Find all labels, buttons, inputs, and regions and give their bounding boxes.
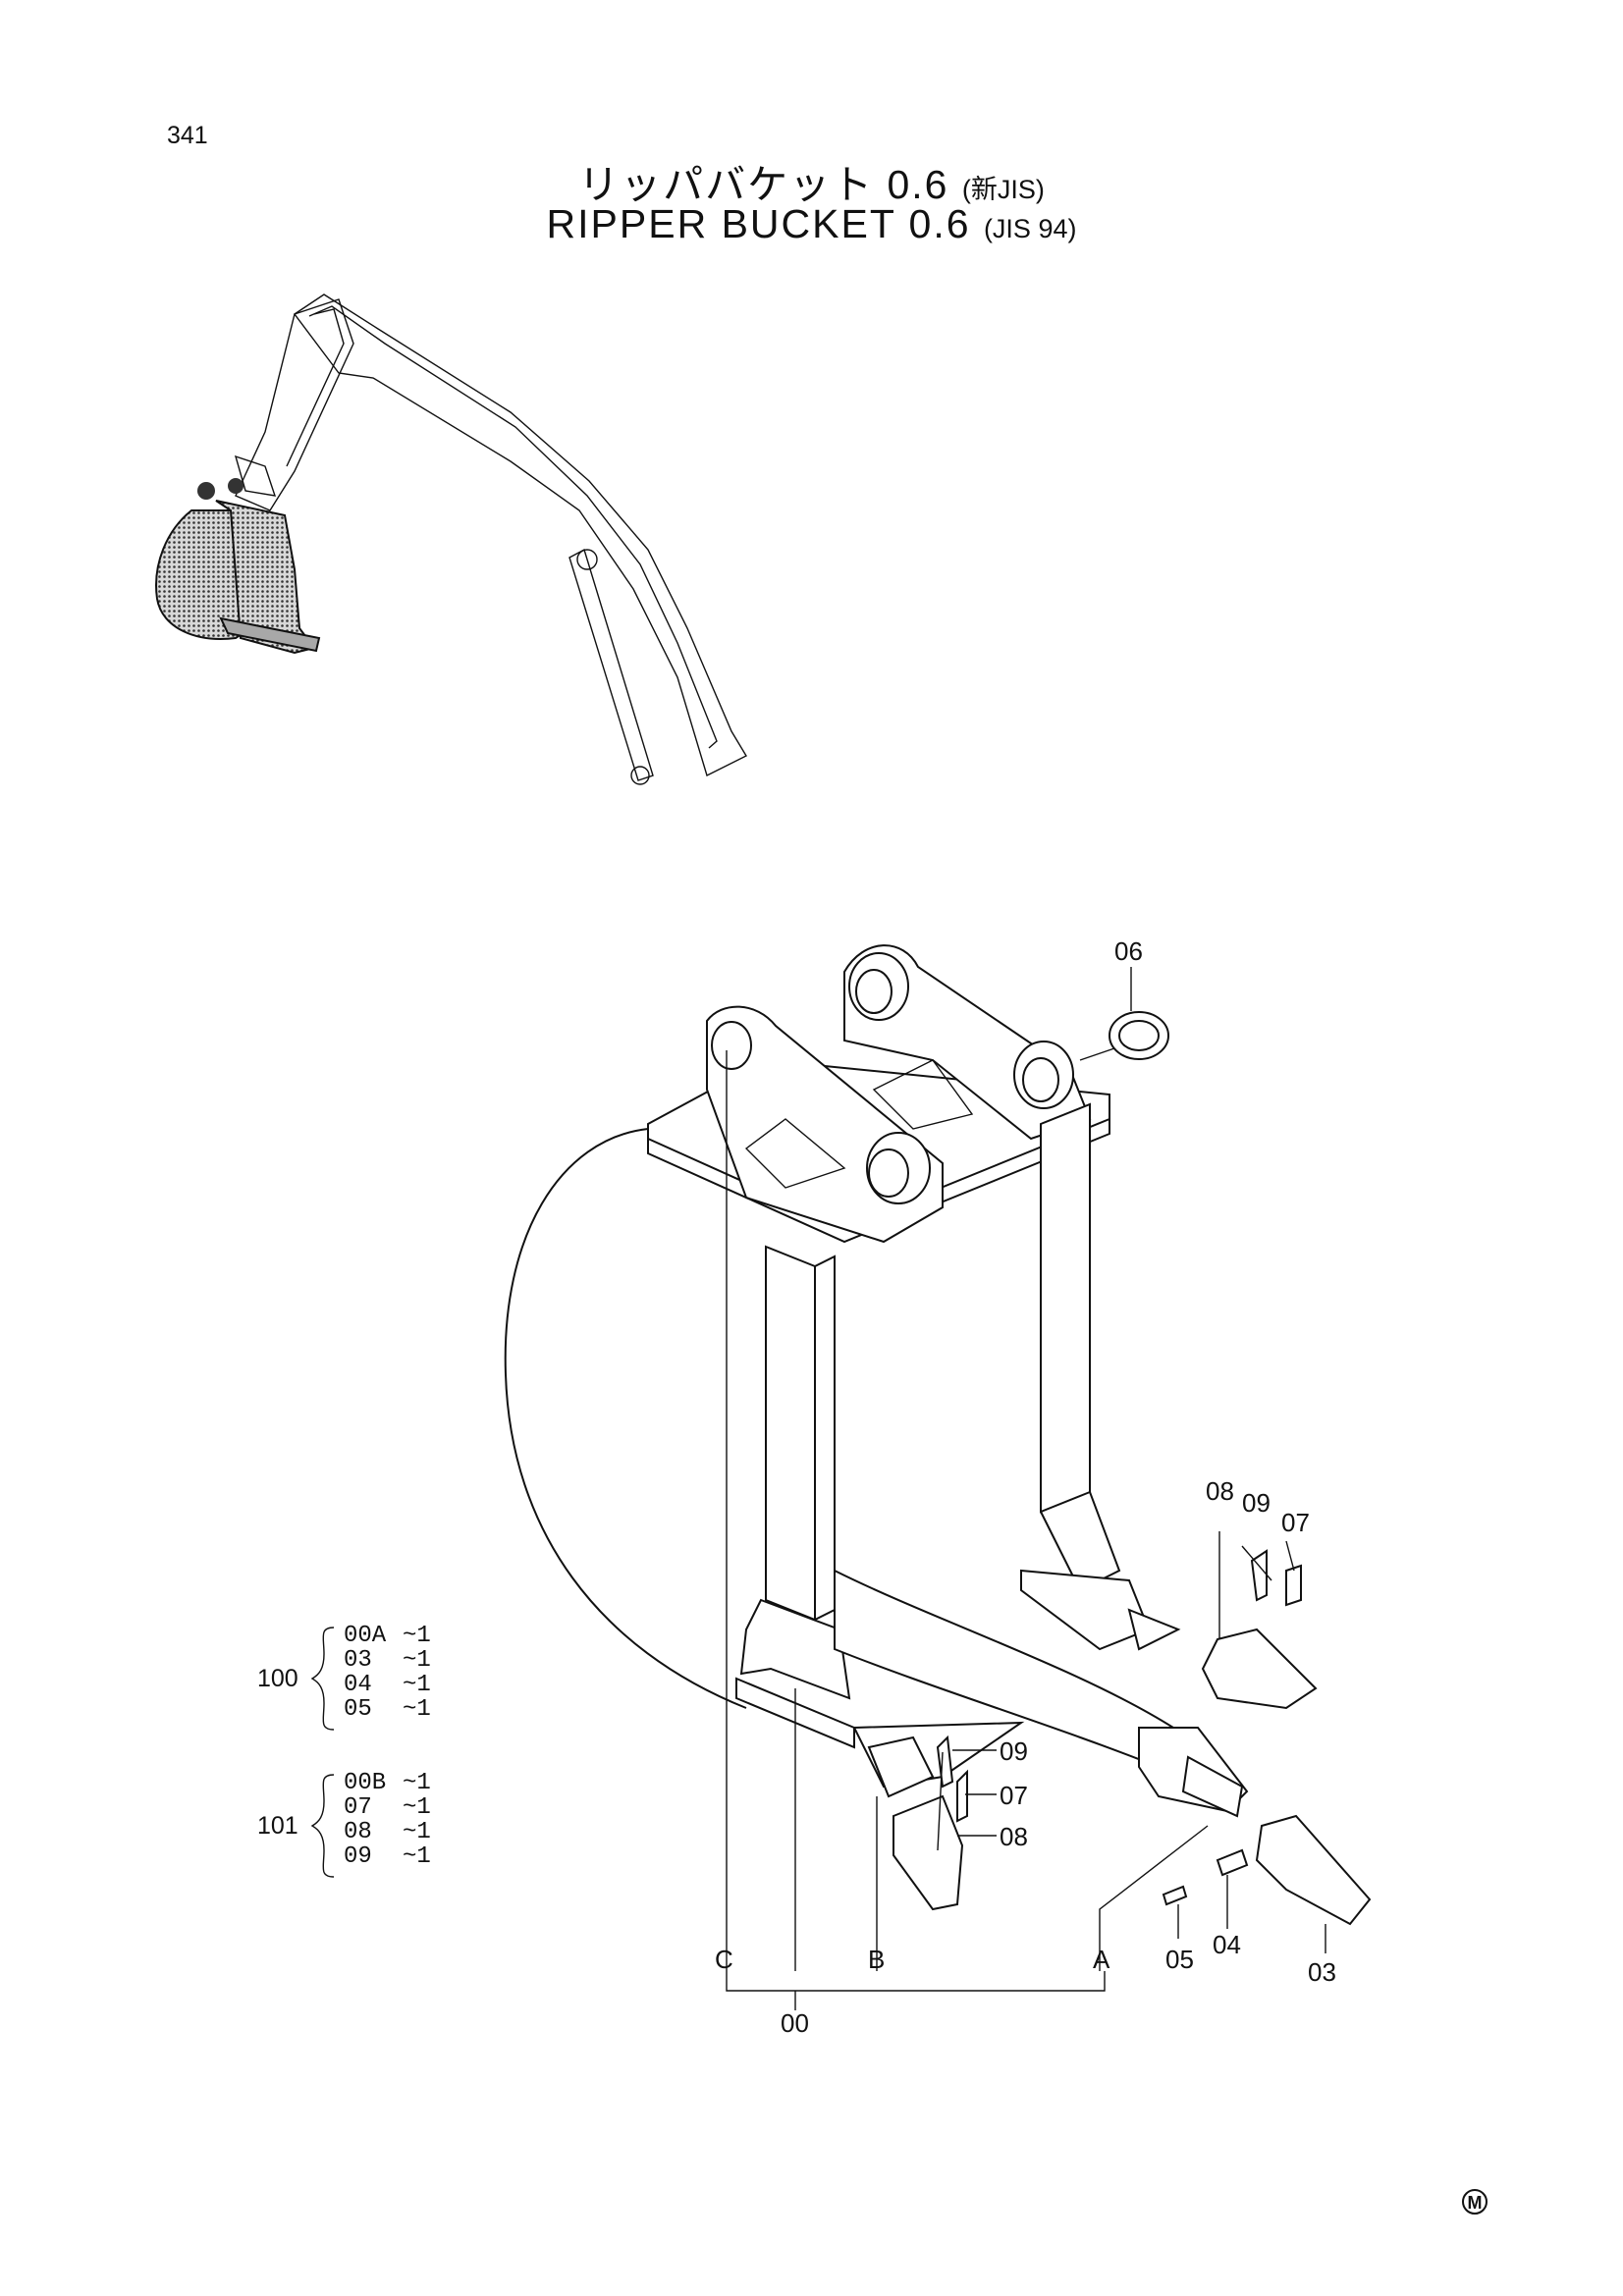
kit-100: 100 00A ~1 03 ~1 04 ~1 05 ~1: [257, 1623, 431, 1731]
callout-09-right: 09: [1242, 1488, 1271, 1518]
kit-item-qty: ~1: [403, 1819, 431, 1845]
kit-item-qty: ~1: [403, 1623, 431, 1649]
circled-m-mark: M: [1462, 2189, 1488, 2215]
ripper-bucket-main-drawing: [504, 944, 1372, 2010]
kit-number: 101: [257, 1812, 298, 1840]
kit-item-part: 05: [344, 1696, 372, 1723]
callout-09-left: 09: [1000, 1736, 1028, 1766]
kit-item-part: 07: [344, 1794, 372, 1821]
callout-05: 05: [1165, 1945, 1194, 1974]
mark-letter: M: [1468, 2193, 1483, 2213]
kit-item-part: 00A: [344, 1623, 387, 1649]
title-jp-main: リッパバケット 0.6: [578, 162, 949, 207]
title-japanese: リッパバケット 0.6 (新JIS): [0, 151, 1623, 210]
kit-item-qty: ~1: [403, 1696, 431, 1723]
kit-item-qty: ~1: [403, 1843, 431, 1870]
title-en-main: RIPPER BUCKET 0.6: [546, 201, 971, 246]
title-en-suffix: (JIS 94): [983, 214, 1077, 243]
kit-101: 101 00B ~1 07 ~1 08 ~1 09 ~1: [257, 1770, 431, 1878]
callout-labels: 06 08 09 07 09 07 08 05 04 03 A B C 00: [715, 936, 1336, 2038]
callout-B: B: [868, 1945, 885, 1974]
callout-00: 00: [781, 2008, 809, 2038]
excavator-arm-thumbnail: [155, 294, 747, 785]
title-jp-suffix: (新JIS): [961, 175, 1045, 204]
callout-A: A: [1093, 1945, 1110, 1974]
kit-item-part: 04: [344, 1672, 372, 1698]
callout-03: 03: [1308, 1957, 1336, 1987]
page-number: 341: [167, 122, 208, 149]
kit-item-qty: ~1: [403, 1647, 431, 1674]
callout-04: 04: [1213, 1930, 1241, 1959]
callout-C: C: [715, 1945, 733, 1974]
title-english: RIPPER BUCKET 0.6 (JIS 94): [0, 201, 1623, 247]
kit-item-part: 08: [344, 1819, 372, 1845]
kit-item-qty: ~1: [403, 1770, 431, 1796]
kit-number: 100: [257, 1665, 298, 1692]
callout-06: 06: [1114, 936, 1143, 966]
kit-item-part: 03: [344, 1647, 372, 1674]
kit-item-part: 09: [344, 1843, 372, 1870]
callout-07-left: 07: [1000, 1781, 1028, 1810]
callout-08-left: 08: [1000, 1822, 1028, 1851]
callout-07-right: 07: [1281, 1508, 1310, 1537]
kit-item-part: 00B: [344, 1770, 386, 1796]
kit-item-qty: ~1: [403, 1672, 431, 1698]
callout-08-right: 08: [1206, 1476, 1234, 1506]
kit-item-qty: ~1: [403, 1794, 431, 1821]
